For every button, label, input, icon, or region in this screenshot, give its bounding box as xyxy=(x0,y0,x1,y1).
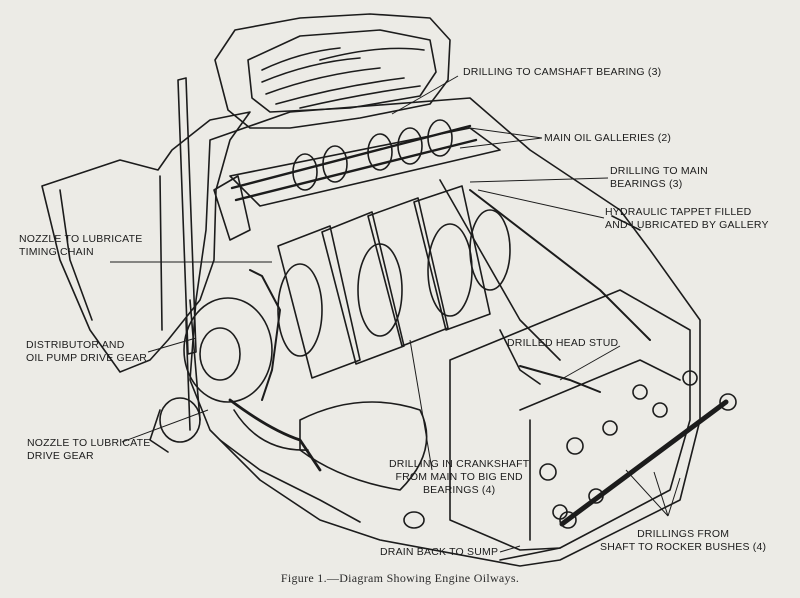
engine-block xyxy=(189,97,701,567)
leader-sump xyxy=(499,545,521,553)
leader-rocker-a xyxy=(625,469,669,517)
label-drive-gear-nozzle: NOZZLE TO LUBRICATE DRIVE GEAR xyxy=(27,437,151,462)
timing-gear xyxy=(183,297,273,403)
cylinders xyxy=(277,185,511,379)
leader-tappet xyxy=(477,189,605,219)
gearbox-casing xyxy=(41,111,251,373)
oil-sump xyxy=(299,401,428,491)
label-drilled-head-stud: DRILLED HEAD STUD xyxy=(507,337,619,349)
label-drain-to-sump: DRAIN BACK TO SUMP xyxy=(380,546,499,558)
leader-drive-nozzle xyxy=(121,409,209,443)
label-timing-chain-nozzle: NOZZLE TO LUBRICATE TIMING CHAIN xyxy=(19,233,143,258)
distributor-column xyxy=(177,77,197,355)
leader-crankshaft xyxy=(409,339,433,471)
engine-end-face xyxy=(449,289,691,551)
camshaft xyxy=(230,124,472,190)
label-crankshaft-drilling: DRILLING IN CRANKSHAFT FROM MAIN TO BIG … xyxy=(389,458,530,496)
leader-head-stud xyxy=(559,345,621,381)
leader-camshaft xyxy=(391,75,459,115)
leader-galleries-b xyxy=(459,137,543,149)
rocker-shaft xyxy=(559,399,729,527)
label-main-bearings: DRILLING TO MAIN BEARINGS (3) xyxy=(610,165,708,190)
label-rocker-drillings: DRILLINGS FROM SHAFT TO ROCKER BUSHES (4… xyxy=(600,528,767,553)
label-camshaft-drilling: DRILLING TO CAMSHAFT BEARING (3) xyxy=(463,66,662,78)
label-main-oil-galleries: MAIN OIL GALLERIES (2) xyxy=(544,132,672,144)
label-hydraulic-tappet: HYDRAULIC TAPPET FILLED AND LUBRICATED B… xyxy=(605,206,769,231)
leader-main-bearings xyxy=(469,177,609,183)
leader-rocker-c xyxy=(667,477,681,517)
label-distributor: DISTRIBUTOR AND OIL PUMP DRIVE GEAR xyxy=(26,339,148,364)
air-cleaner xyxy=(214,13,451,129)
leader-galleries-a xyxy=(469,127,543,139)
leader-distributor xyxy=(147,337,197,353)
leader-rocker-b xyxy=(653,471,669,517)
figure-caption: Figure 1.—Diagram Showing Engine Oilways… xyxy=(280,571,520,585)
